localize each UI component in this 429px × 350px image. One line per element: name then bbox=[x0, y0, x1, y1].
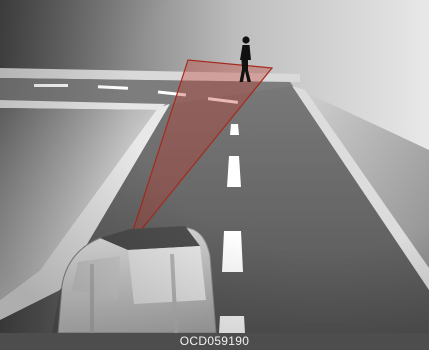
image-code-bar: OCD059190 bbox=[0, 333, 429, 350]
image-code-label: OCD059190 bbox=[180, 333, 249, 350]
